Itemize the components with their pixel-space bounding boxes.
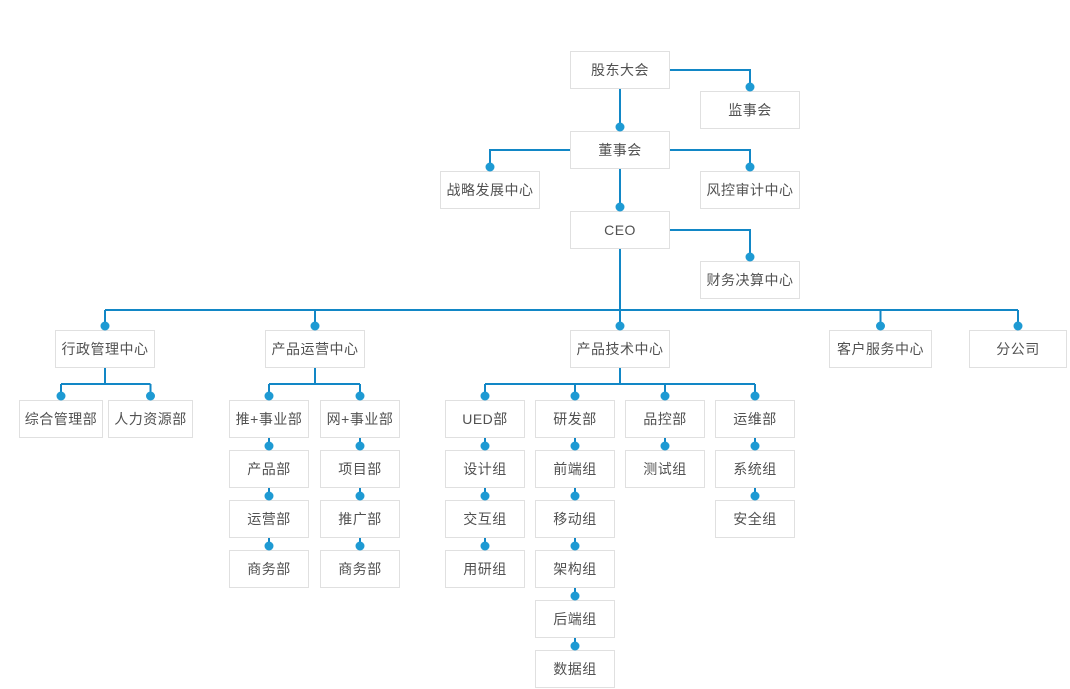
org-node-label: 系统组 (733, 461, 777, 477)
org-node-label: 股东大会 (591, 62, 649, 78)
org-node-risk: 风控审计中心 (700, 171, 800, 209)
org-node-design_team: 设计组 (445, 450, 525, 488)
org-node-label: 品控部 (643, 411, 687, 427)
org-node-interaction_team: 交互组 (445, 500, 525, 538)
org-node-label: 行政管理中心 (61, 341, 149, 357)
org-node-label: 产品运营中心 (271, 341, 359, 357)
org-node-general_mgmt: 综合管理部 (19, 400, 103, 438)
org-node-label: 设计组 (463, 461, 507, 477)
org-node-label: 客户服务中心 (837, 341, 924, 357)
org-node-label: 监事会 (728, 102, 772, 118)
org-node-business_dept_1: 商务部 (229, 550, 309, 588)
org-node-product_tech: 产品技术中心 (570, 330, 670, 368)
org-node-label: 交互组 (463, 511, 507, 527)
org-node-label: 安全组 (733, 511, 777, 527)
org-node-om_dept: 运维部 (715, 400, 795, 438)
org-node-label: 研发部 (553, 411, 597, 427)
org-node-ceo: CEO (570, 211, 670, 249)
org-node-label: 架构组 (553, 561, 597, 577)
org-node-label: 移动组 (553, 511, 597, 527)
org-node-customer_service: 客户服务中心 (829, 330, 932, 368)
org-node-rd_dept: 研发部 (535, 400, 615, 438)
org-node-ued_dept: UED部 (445, 400, 525, 438)
org-node-product_dept: 产品部 (229, 450, 309, 488)
org-node-label: 商务部 (338, 561, 382, 577)
org-node-label: 商务部 (247, 561, 291, 577)
org-node-label: 推+事业部 (235, 411, 303, 427)
org-node-security_team: 安全组 (715, 500, 795, 538)
org-node-backend_team: 后端组 (535, 600, 615, 638)
org-node-frontend_team: 前端组 (535, 450, 615, 488)
org-node-label: 综合管理部 (24, 411, 98, 427)
org-node-shareholders: 股东大会 (570, 51, 670, 89)
org-node-label: 网+事业部 (326, 411, 394, 427)
org-node-system_team: 系统组 (715, 450, 795, 488)
org-node-research_team: 用研组 (445, 550, 525, 588)
org-node-architecture_team: 架构组 (535, 550, 615, 588)
org-node-mobile_team: 移动组 (535, 500, 615, 538)
org-node-label: 后端组 (553, 611, 597, 627)
org-node-label: 运维部 (733, 411, 777, 427)
org-node-label: 项目部 (338, 461, 382, 477)
org-node-label: 风控审计中心 (706, 182, 794, 198)
org-node-supervisory: 监事会 (700, 91, 800, 129)
org-node-branch_company: 分公司 (969, 330, 1067, 368)
org-node-label: 分公司 (996, 341, 1040, 357)
org-node-data_team: 数据组 (535, 650, 615, 688)
org-node-label: 推广部 (338, 511, 382, 527)
org-node-admin: 行政管理中心 (55, 330, 155, 368)
org-node-test_team: 测试组 (625, 450, 705, 488)
org-node-label: 数据组 (553, 661, 597, 677)
org-node-promotion_dept: 推广部 (320, 500, 400, 538)
org-node-qc_dept: 品控部 (625, 400, 705, 438)
org-node-board: 董事会 (570, 131, 670, 169)
org-node-finance: 财务决算中心 (700, 261, 800, 299)
org-node-label: CEO (604, 222, 636, 238)
org-node-label: 产品技术中心 (576, 341, 664, 357)
org-node-business_dept_2: 商务部 (320, 550, 400, 588)
org-node-label: 人力资源部 (114, 411, 187, 427)
org-node-label: 测试组 (643, 461, 687, 477)
org-node-label: 董事会 (598, 142, 642, 158)
org-node-strategy: 战略发展中心 (440, 171, 540, 209)
org-node-label: 运营部 (247, 511, 291, 527)
org-node-tui_div: 推+事业部 (229, 400, 309, 438)
org-node-label: 用研组 (463, 561, 507, 577)
org-node-wang_div: 网+事业部 (320, 400, 400, 438)
org-node-product_ops: 产品运营中心 (265, 330, 365, 368)
org-node-label: UED部 (462, 411, 508, 427)
org-node-operation_dept: 运营部 (229, 500, 309, 538)
org-node-label: 前端组 (553, 461, 597, 477)
org-node-project_dept: 项目部 (320, 450, 400, 488)
org-node-hr: 人力资源部 (108, 400, 193, 438)
org-node-label: 产品部 (247, 461, 291, 477)
org-node-label: 战略发展中心 (446, 182, 534, 198)
org-node-label: 财务决算中心 (706, 272, 794, 288)
